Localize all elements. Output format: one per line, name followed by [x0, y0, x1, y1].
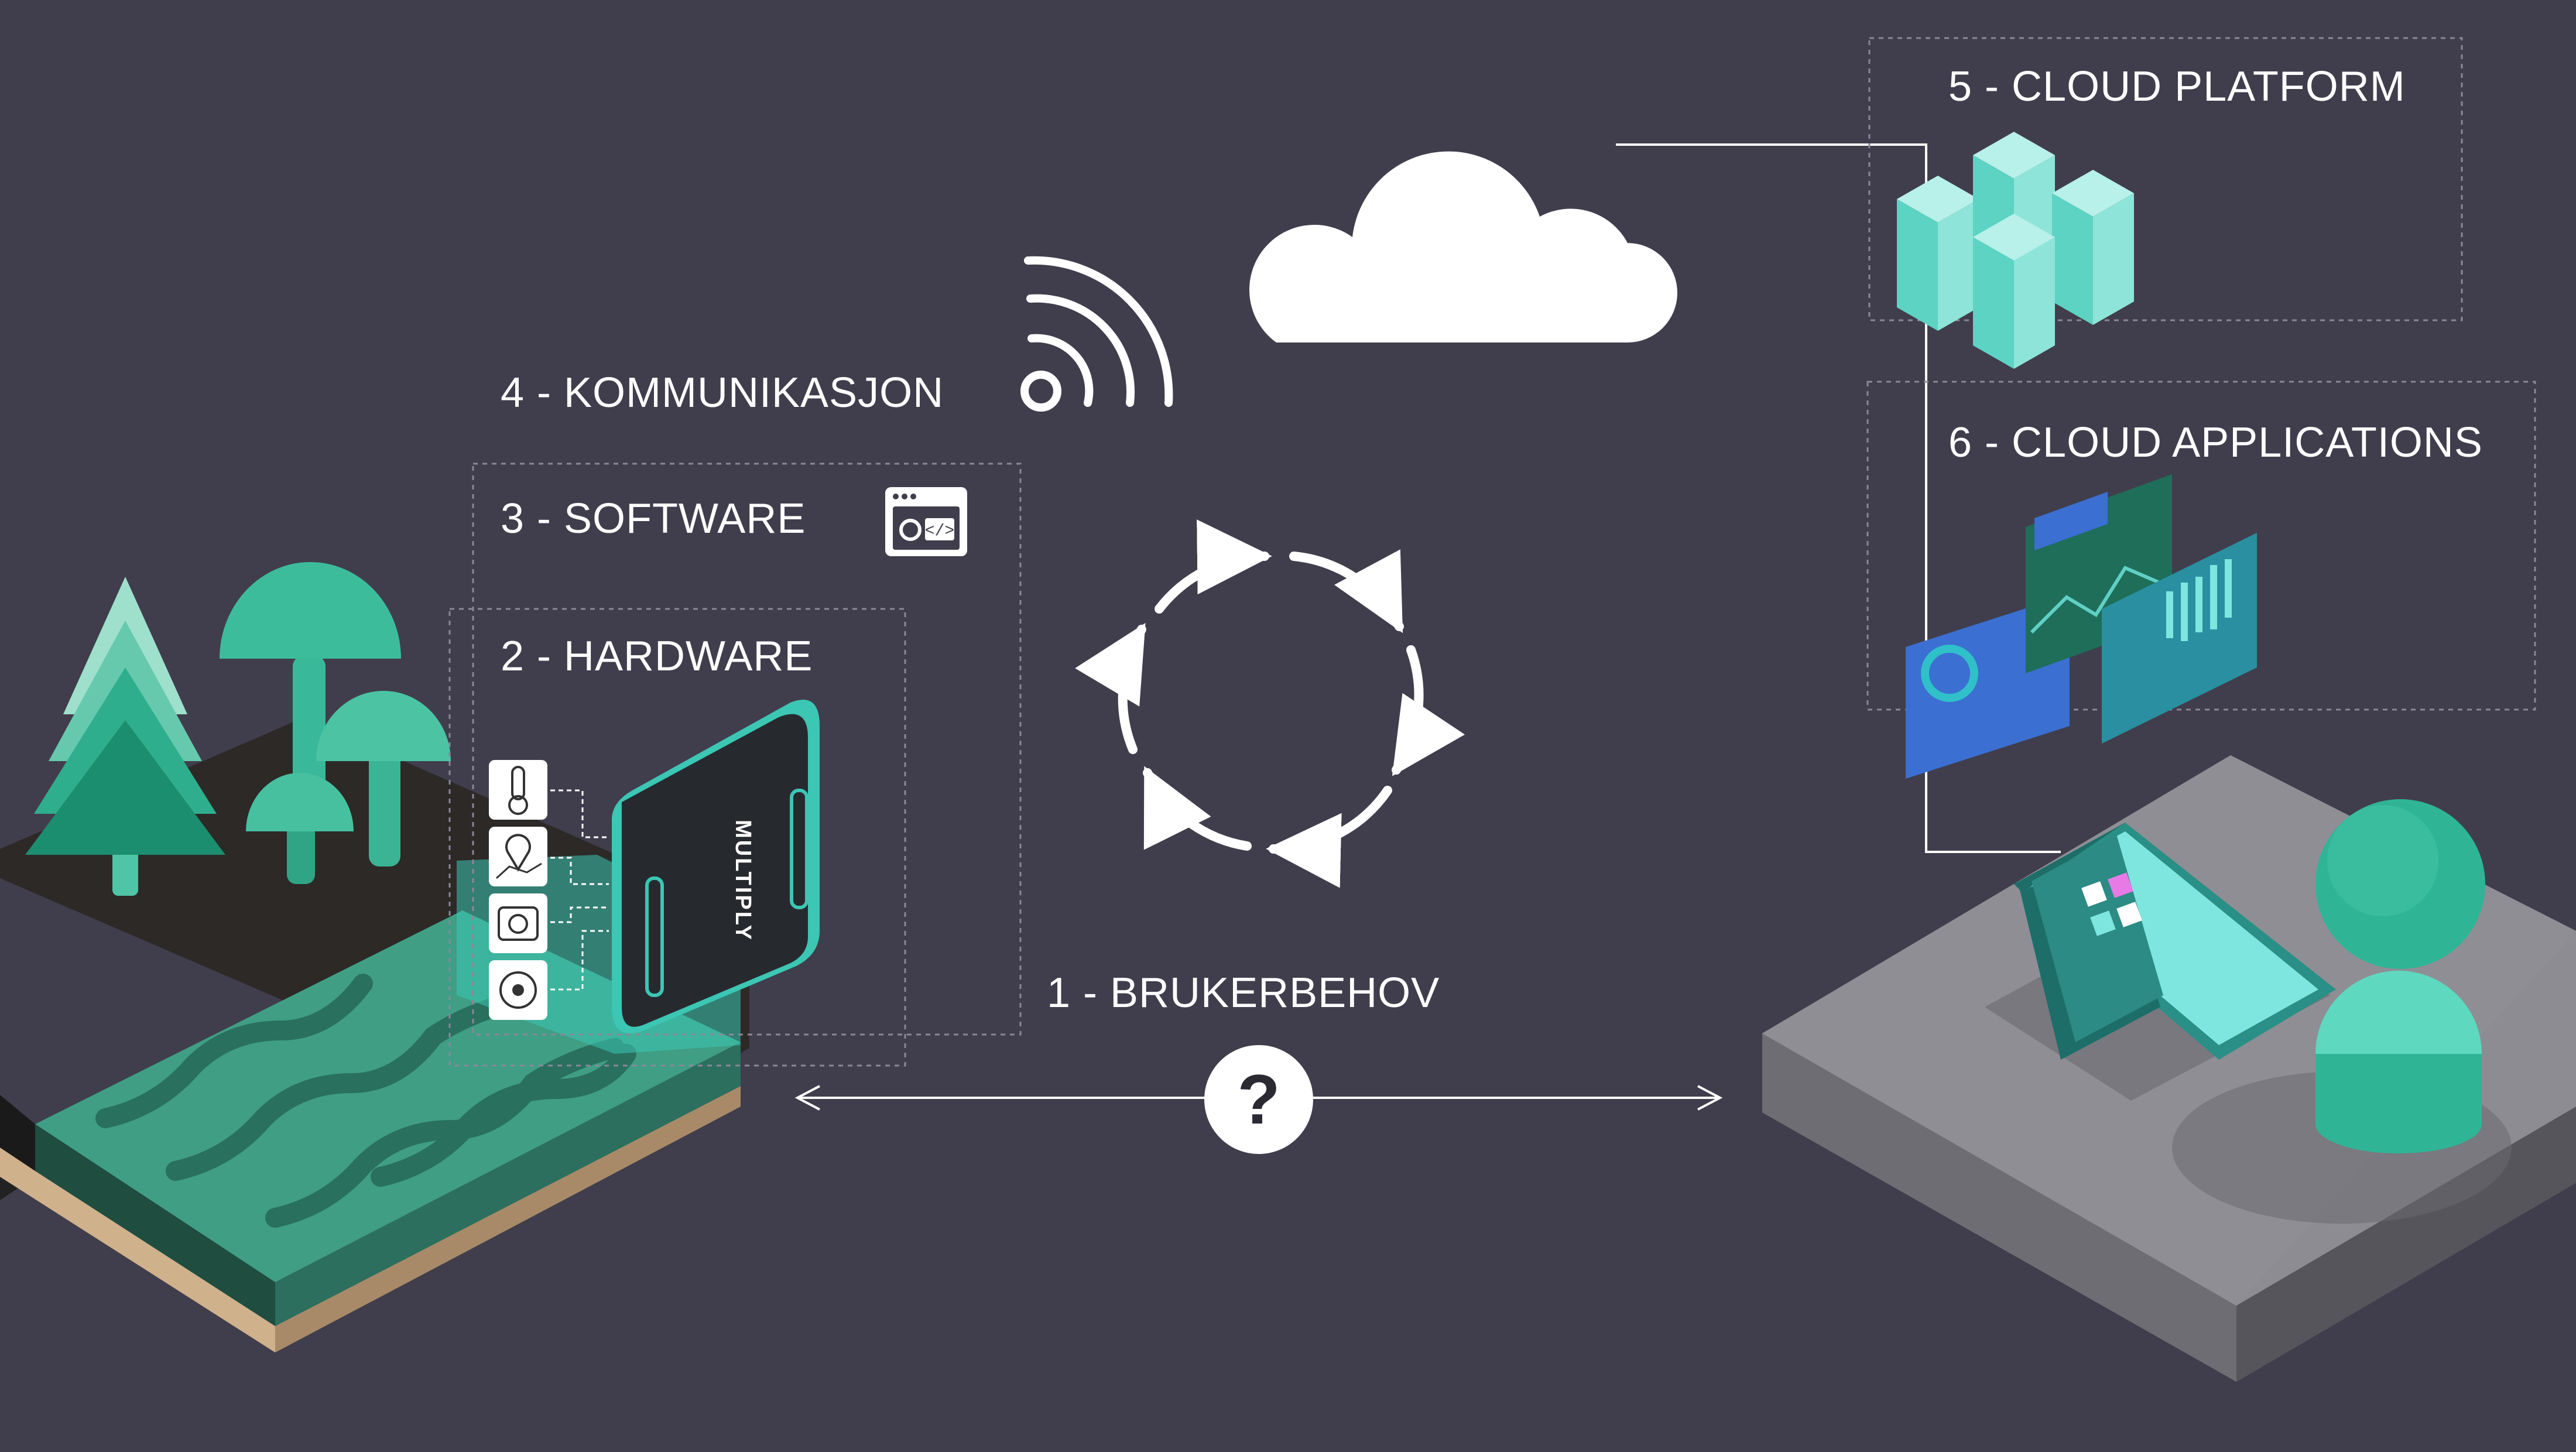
label-hardware: 2 - HARDWARE: [501, 633, 813, 680]
cloud-icon: [1249, 151, 1677, 343]
label-kommunikasjon: 4 - KOMMUNIKASJON: [501, 369, 944, 416]
person-icon: [2315, 799, 2485, 1153]
dashboard-panels: [1906, 474, 2257, 779]
software-window-icon: </>: [885, 487, 967, 556]
server-rack-icon: [1897, 132, 2134, 369]
laptop-icon: [2014, 823, 2336, 1060]
wifi-signal-icon: [1020, 256, 1173, 412]
map-pin-icon: [489, 827, 547, 886]
sensor-connectors: [550, 789, 609, 991]
device-brand-label: MULTIPLY: [730, 820, 755, 941]
question-mark: ?: [1237, 1060, 1280, 1139]
label-brukerbehov: 1 - BRUKERBEHOV: [1047, 970, 1440, 1016]
mushroom-icon: [220, 562, 451, 884]
cloud-platform-box: [1868, 37, 2463, 321]
hardware-box: [448, 608, 906, 1067]
label-cloud-applications: 6 - CLOUD APPLICATIONS: [1948, 419, 2483, 466]
thermometer-icon: [489, 760, 547, 820]
software-box: [472, 463, 1022, 1036]
label-software: 3 - SOFTWARE: [501, 495, 806, 542]
compass-icon: [489, 960, 547, 1020]
multiply-device: [612, 700, 820, 1033]
svg-text:</>: </>: [925, 522, 954, 540]
question-circle: [1204, 1045, 1313, 1154]
cycle-arrows-icon: [1075, 519, 1465, 888]
cloud-connector-line: [1616, 143, 2061, 853]
camera-icon: [489, 893, 547, 953]
label-cloud-platform: 5 - CLOUD PLATFORM: [1948, 63, 2406, 110]
tree-icon: [25, 577, 225, 896]
cloud-applications-box: [1866, 381, 2536, 711]
